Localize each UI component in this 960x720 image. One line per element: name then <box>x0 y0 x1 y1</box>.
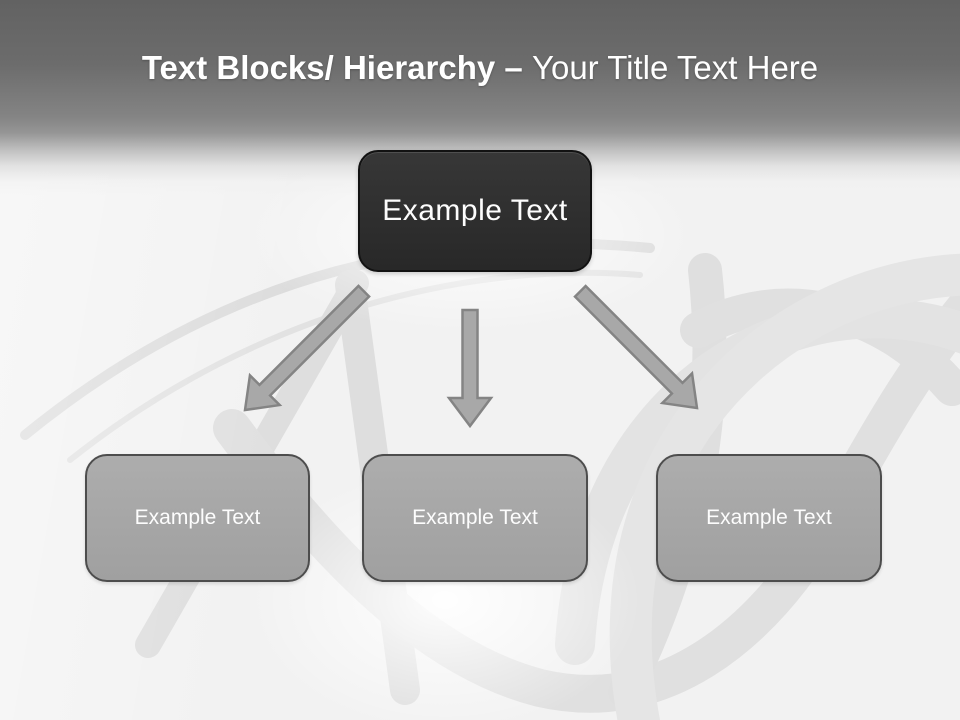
slide-title-bold-text: Text Blocks/ Hierarchy – <box>141 49 523 86</box>
slide-title: Text Blocks/ Hierarchy –Your Title Text … <box>0 48 960 88</box>
child-text-block-1[interactable]: Example Text <box>85 454 310 582</box>
child-text-block-1-label: Example Text <box>134 506 261 529</box>
child-text-block-2-label: Example Text <box>412 506 538 529</box>
child-text-block-2[interactable]: Example Text <box>362 454 588 582</box>
slide-title-regular-text: Your Title Text Here <box>531 49 819 86</box>
child-text-block-3[interactable]: Example Text <box>656 454 882 582</box>
root-text-block[interactable]: Example Text <box>358 150 592 272</box>
root-text-block-label: Example Text <box>382 194 568 227</box>
child-text-block-3-label: Example Text <box>706 506 832 529</box>
